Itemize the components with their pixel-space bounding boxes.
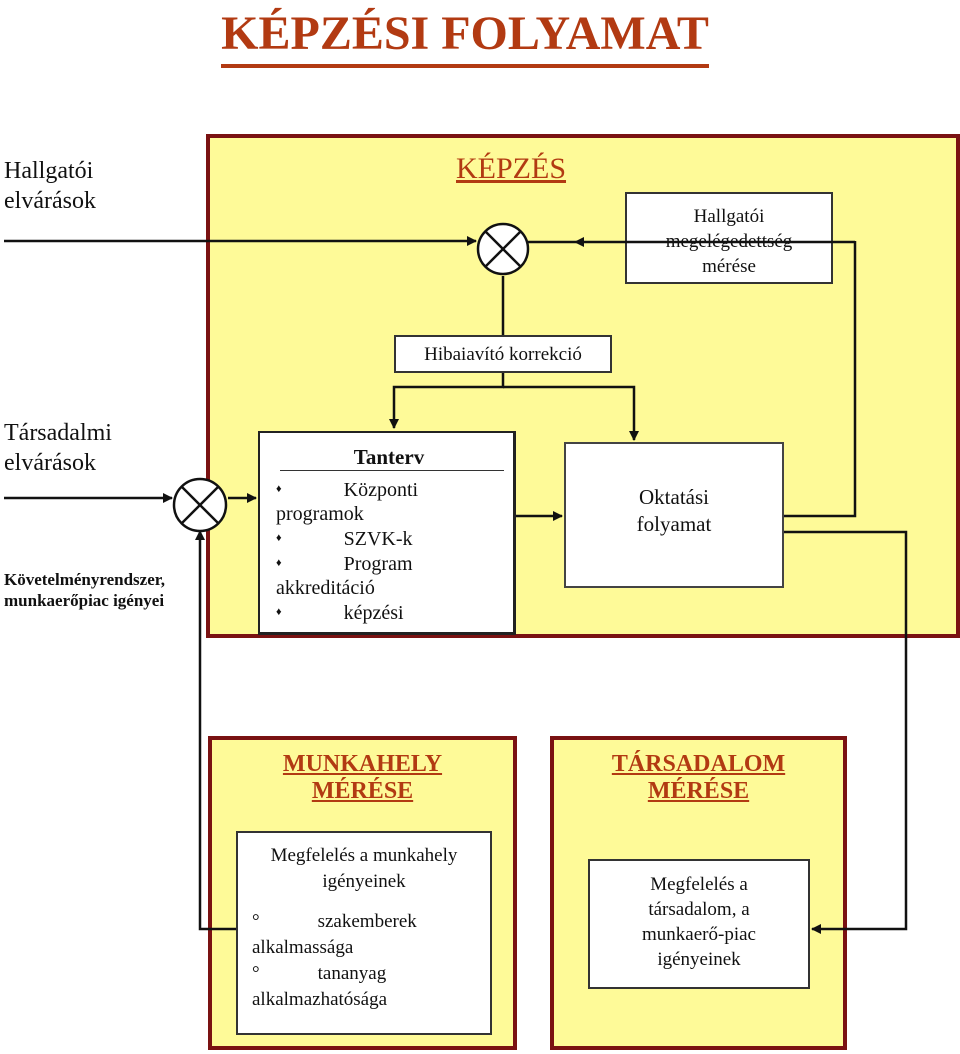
curriculum-divider: [280, 470, 504, 471]
summing-junction-left: [172, 477, 228, 533]
workplace-item: °tananyag: [252, 963, 387, 984]
page-title: KÉPZÉSI FOLYAMAT: [0, 4, 930, 68]
curriculum-box: Tanterv ♦Központi programok ♦SZVK-k ♦Pro…: [258, 431, 516, 635]
diamond-bullet-icon: ♦: [276, 483, 282, 495]
arrow-line: [503, 385, 639, 441]
education-process-box: Oktatási folyamat: [564, 442, 784, 588]
curriculum-item: ♦SZVK-k: [276, 528, 413, 550]
requirements-label: Követelményrendszer, munkaerőpiac igénye…: [4, 570, 165, 610]
curriculum-item: ♦Központi: [276, 479, 419, 501]
society-fit-box: Megfelelés a társadalom, a munkaerő-piac…: [588, 859, 810, 989]
correction-box: Hibaiavító korrekció: [394, 335, 612, 373]
workplace-item: °szakemberek: [252, 911, 417, 932]
arrow-line: [389, 373, 505, 429]
workplace-heading: MUNKAHELY MÉRÉSE: [282, 751, 443, 804]
diamond-bullet-icon: ♦: [276, 606, 282, 618]
student-expectations-label: Hallgatói elvárások: [4, 158, 96, 214]
curriculum-item: ♦Program: [276, 553, 413, 575]
kepzes-heading: KÉPZÉS: [456, 152, 567, 185]
workplace-item: alkalmassága: [252, 937, 354, 958]
diamond-bullet-icon: ♦: [276, 557, 282, 569]
arrow-line: [784, 241, 857, 518]
societal-expectations-label: Társadalmi elvárások: [4, 420, 112, 476]
workplace-fit-box: Megfelelés a munkahely igényeinek °szake…: [236, 831, 492, 1035]
degree-bullet-icon: °: [252, 963, 260, 984]
arrow-line: [784, 530, 908, 934]
curriculum-item: programok: [276, 503, 364, 525]
curriculum-heading: Tanterv: [353, 445, 425, 469]
curriculum-item: akkreditáció: [276, 577, 375, 599]
curriculum-item: ♦képzési: [276, 602, 404, 624]
degree-bullet-icon: °: [252, 911, 260, 932]
society-heading: TÁRSADALOM MÉRÉSE: [611, 751, 786, 804]
arrow-line: [195, 530, 236, 931]
workplace-item: alkalmazhatósága: [252, 989, 388, 1010]
summing-junction-top: [476, 222, 530, 276]
curriculum-list: ♦Központi programok ♦SZVK-k ♦Program akk…: [276, 477, 418, 625]
diamond-bullet-icon: ♦: [276, 532, 282, 544]
